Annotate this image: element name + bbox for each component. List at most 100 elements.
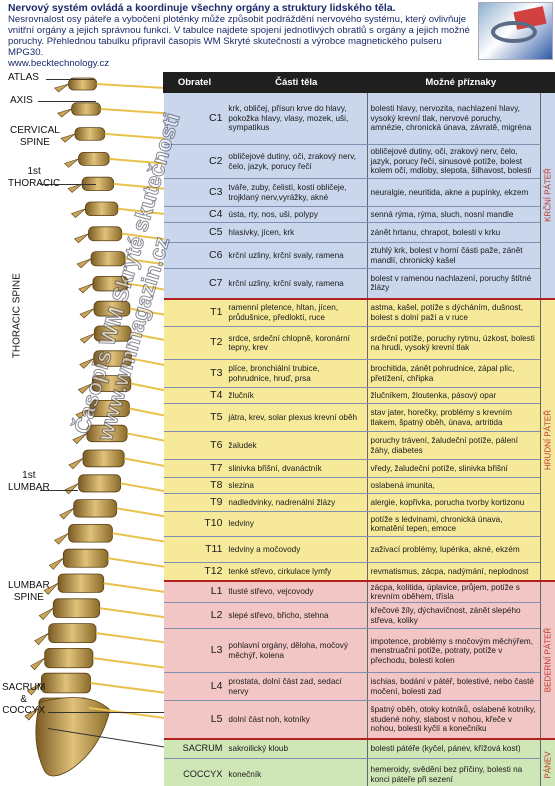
header-body-parts: Části těla [224,72,368,93]
vertebra-cell: SACRUM [163,737,226,760]
nerve-line [125,257,165,266]
vertebra-cell: T4 [163,387,226,404]
vertebra-shape [93,325,132,342]
vertebra-cell: T8 [163,477,226,494]
symptoms-cell: obličejové dutiny, oči, zrakový nerv, če… [367,144,541,179]
body-parts-cell: pohlavní orgány, děloha, močový měchýř, … [225,628,368,674]
spinous-process-shape [60,133,76,143]
spinous-process-shape [72,433,88,445]
vertebra-cell: C5 [163,222,226,243]
nerve-line [88,707,165,719]
nerve-line [92,657,165,669]
vertebra-shape [78,152,110,166]
vertebra-shape [88,226,123,242]
bracelet-image [491,21,537,43]
vertebra-cell: T9 [163,493,226,512]
symptoms-cell: oslabená imunita, [367,477,541,494]
symptoms-cell: poruchy trávení, žaludeční potíže, pálen… [367,431,541,460]
symptoms-cell: senná rýma, rýma, sluch, nosní mandle [367,206,541,223]
vertebra-cell: C4 [163,206,226,223]
body-parts-cell: krční uzliny, krční svaly, ramena [225,242,368,269]
vertebra-shape [57,573,105,593]
vertebra-cell: C7 [163,268,226,299]
region-label: PÁNEV [543,751,553,779]
symptoms-cell: špatný oběh, otoky kotníků, oslabené kot… [367,700,541,740]
symptoms-cell: bolest v ramenou nachlazení, poruchy ští… [367,268,541,299]
body-parts-cell: slezina [225,477,368,494]
label-atlas: ATLAS [8,72,39,83]
vertebra-shape [52,598,101,618]
label-lumbar-spine: LUMBAR SPINE [8,580,50,603]
spinous-process-shape [26,682,42,696]
symptoms-cell: alergie, kopřivka, porucha tvorby kortiz… [367,493,541,512]
vertebra-cell: L5 [163,700,226,740]
label-cervical-spine: CERVICAL SPINE [10,125,60,148]
vertebra-cell: T2 [163,326,226,360]
body-parts-cell: plíce, bronchiální trubice, pohrudnice, … [225,359,368,388]
label-axis: AXIS [10,95,33,106]
vertebra-shape [91,375,132,392]
spinous-process-shape [68,458,84,470]
leader-line [40,490,78,491]
spinous-process-shape [59,508,74,520]
region-cell: BEDERNÍ PÁTEŘ [540,579,555,740]
vertebra-cell: C6 [163,242,226,269]
label-first-lumbar: 1st LUMBAR [8,470,50,493]
symptoms-cell: impotence, problémy s močovým měchýřem, … [367,628,541,674]
label-first-thoracic: 1st THORACIC [8,166,61,189]
intro-headline: Nervový systém ovládá a koordinuje všech… [8,3,396,14]
region-label: KRČNÍ PÁTEŘ [543,168,553,223]
symptoms-cell: revmatismus, zácpa, nadýmání, neplodnost [367,562,541,581]
symptoms-cell: brochitida, zánět pohrudnice, zápal plic… [367,359,541,388]
body-parts-cell: slepé střevo, břicho, stehna [225,602,368,630]
nerve-line [99,607,165,619]
vertebrae-group [24,77,132,777]
nerve-group [88,83,165,719]
nerve-line [96,83,165,89]
vertebra-shape [89,399,130,417]
vertebra-cell: T11 [163,536,226,563]
vertebra-shape [68,523,113,543]
label-sacrum-coccyx: SACRUM & COCCYX [2,682,46,716]
nerve-line [109,157,165,165]
body-parts-cell: žaludek [225,431,368,460]
spinous-process-shape [34,632,49,646]
leader-line [38,101,96,102]
leader-line [46,79,94,80]
body-parts-cell: ústa, rty, nos, uši, polypy [225,206,368,223]
symptoms-cell: zánět hrtanu, chrapot, bolesti v krku [367,222,541,243]
nerve-line [103,582,165,593]
vertebra-cell: COCCYX [163,758,226,786]
symptoms-cell: zaživací problémy, lupénka, akné, ekzém [367,536,541,563]
body-parts-cell: nadledvinky, nadrenální žlázy [225,493,368,512]
intro-body: Nesrovnalost osy páteře a vybočení ploté… [8,14,470,58]
nerve-line [127,282,165,291]
nerve-line [90,682,165,694]
intro-text: Nervový systém ovládá a koordinuje všech… [8,3,478,69]
vertebra-cell: L2 [163,602,226,630]
symptoms-cell: bolesti hlavy, nervozita, nachlazení hla… [367,92,541,145]
spinous-process-shape [54,533,69,545]
header-symptoms: Možné příznaky [366,72,555,93]
vertebra-shape [92,275,129,292]
vertebra-cell: L1 [163,579,226,604]
intro-url: www.becktechnology.cz [8,58,110,69]
symptoms-cell: křečové žíly, dýchavičnost, zánět slepéh… [367,602,541,630]
vertebra-shape [78,474,122,493]
nerve-line [95,632,165,644]
